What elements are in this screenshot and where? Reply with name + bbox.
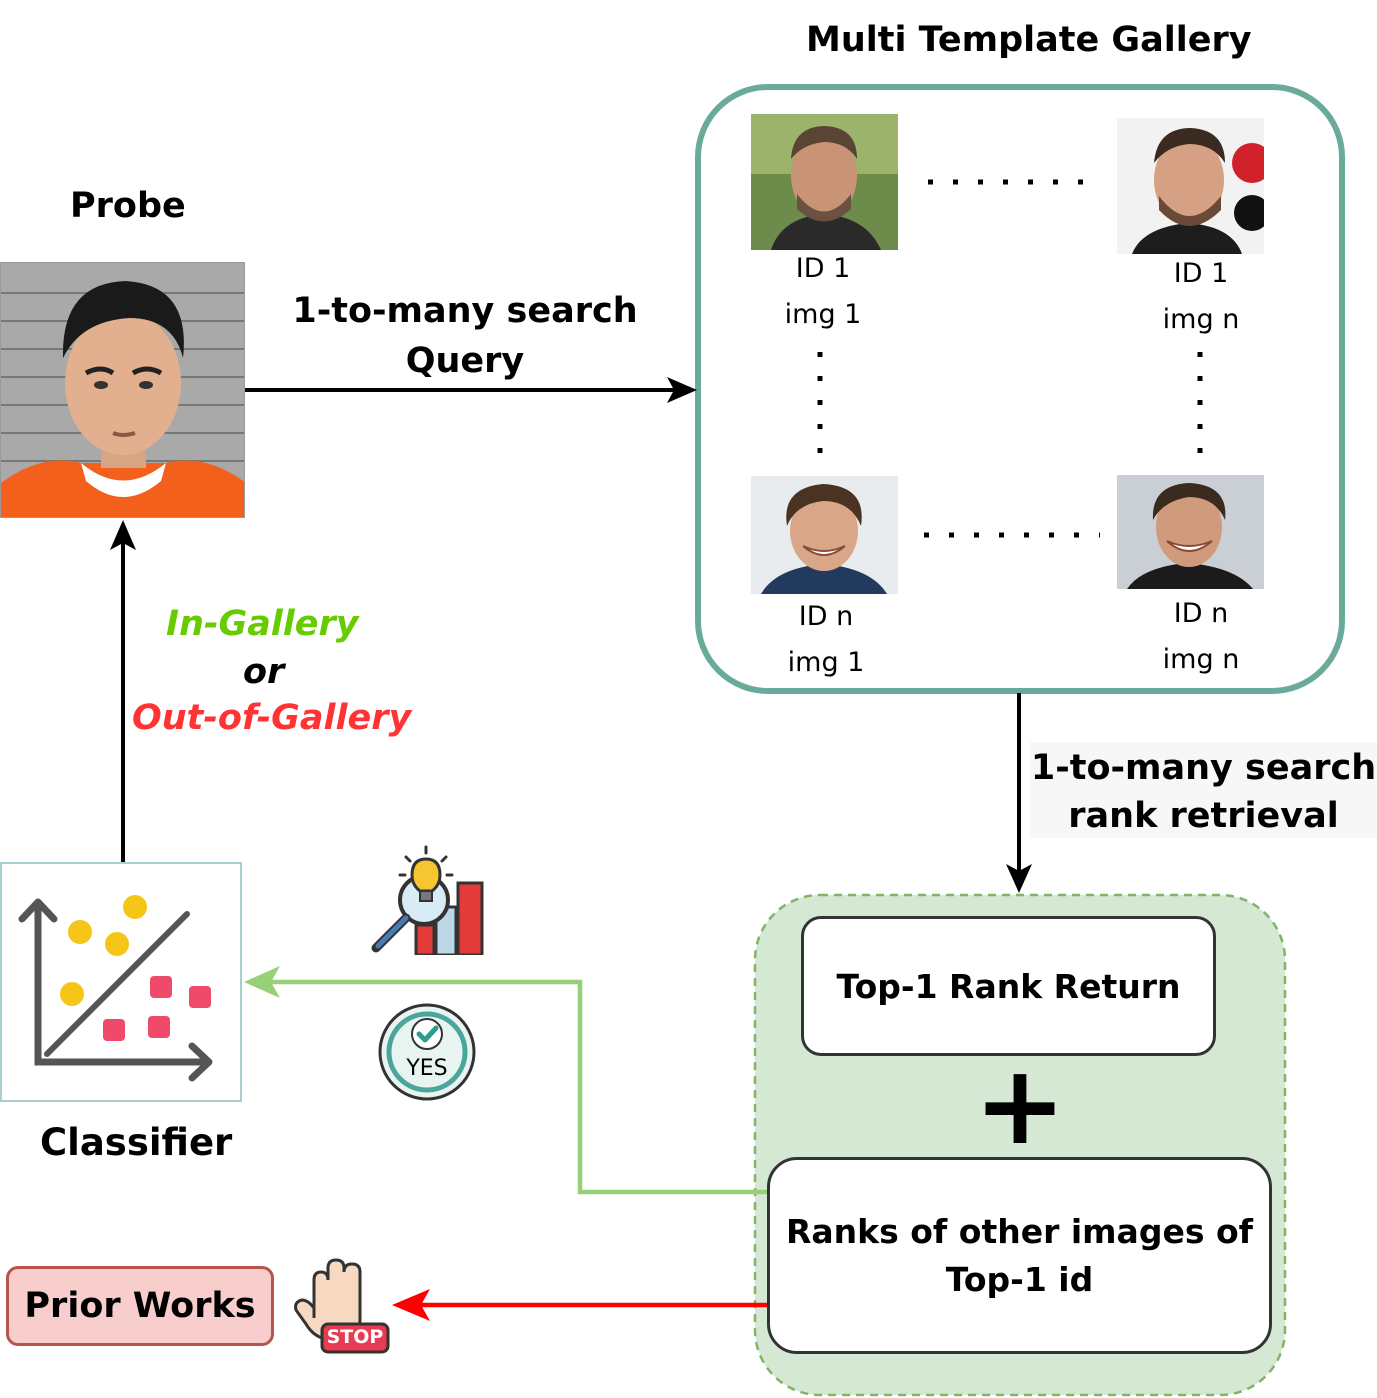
other-ranks-line2: Top-1 id (945, 1259, 1094, 1299)
scatter-plot-icon (18, 895, 213, 1082)
retrieval-edge-line1: 1-to-many search (1030, 748, 1377, 788)
red-arrow-head (392, 1289, 430, 1321)
in-gallery-label: In-Gallery (166, 604, 359, 644)
caption-id: ID n (1173, 598, 1229, 629)
query-arrow-head (667, 377, 697, 403)
caption-id: ID 1 (795, 253, 851, 284)
gallery-caption-id1-imgn: ID 1 img n (1121, 251, 1281, 343)
top1-rank-box: Top-1 Rank Return (801, 916, 1216, 1056)
plus-sign: + (973, 1041, 1067, 1169)
retrieval-edge-label: 1-to-many search rank retrieval (1030, 744, 1377, 840)
classifier-arrow-head (110, 520, 136, 550)
prior-works-box: Prior Works (6, 1266, 274, 1346)
gallery-title: Multi Template Gallery (806, 20, 1252, 60)
out-gallery-label: Out-of-Gallery (132, 698, 412, 738)
classifier-box (0, 862, 242, 1102)
gallery-caption-idn-imgn: ID n img n (1121, 591, 1281, 683)
query-edge-line1: 1-to-many search (292, 291, 638, 331)
other-ranks-box: Ranks of other images of Top-1 id (767, 1157, 1272, 1354)
stop-sign-text: STOP (326, 1326, 384, 1348)
other-ranks-line1: Ranks of other images of (786, 1211, 1253, 1251)
gallery-caption-idn-img1: ID n img 1 (746, 594, 906, 686)
prior-works-label: Prior Works (24, 1286, 256, 1326)
caption-id: ID 1 (1173, 258, 1229, 289)
caption-img: img n (1162, 644, 1240, 675)
caption-img: img 1 (787, 647, 865, 678)
gallery-photo-idn-imgn (1117, 475, 1264, 589)
or-label: or (243, 652, 285, 692)
gallery-photo-id1-imgn (1117, 118, 1264, 254)
caption-id: ID n (798, 601, 854, 632)
retrieval-edge-line2: rank retrieval (1068, 796, 1339, 836)
caption-img: img 1 (784, 299, 862, 330)
top1-rank-label: Top-1 Rank Return (836, 966, 1181, 1006)
probe-title: Probe (70, 186, 186, 226)
green-arrow-line (270, 979, 768, 1195)
retrieval-arrow-head (1006, 864, 1032, 893)
analytics-lightbulb-icon (370, 845, 485, 957)
stop-hand-icon: STOP (292, 1258, 392, 1356)
gallery-photo-id1-img1 (751, 114, 898, 250)
green-arrow-head (244, 966, 280, 998)
caption-img: img n (1162, 304, 1240, 335)
classifier-title: Classifier (40, 1121, 233, 1164)
query-edge-line2: Query (405, 341, 525, 381)
yes-badge-text: YES (406, 1056, 448, 1081)
retrieval-edge-label-bg (1030, 742, 1377, 838)
gallery-photo-idn-img1 (751, 476, 898, 594)
yes-check-badge: YES (377, 1002, 477, 1102)
gallery-caption-id1-img1: ID 1 img 1 (743, 246, 903, 338)
probe-photo (0, 262, 245, 518)
query-edge-label: 1-to-many search Query (280, 286, 650, 386)
